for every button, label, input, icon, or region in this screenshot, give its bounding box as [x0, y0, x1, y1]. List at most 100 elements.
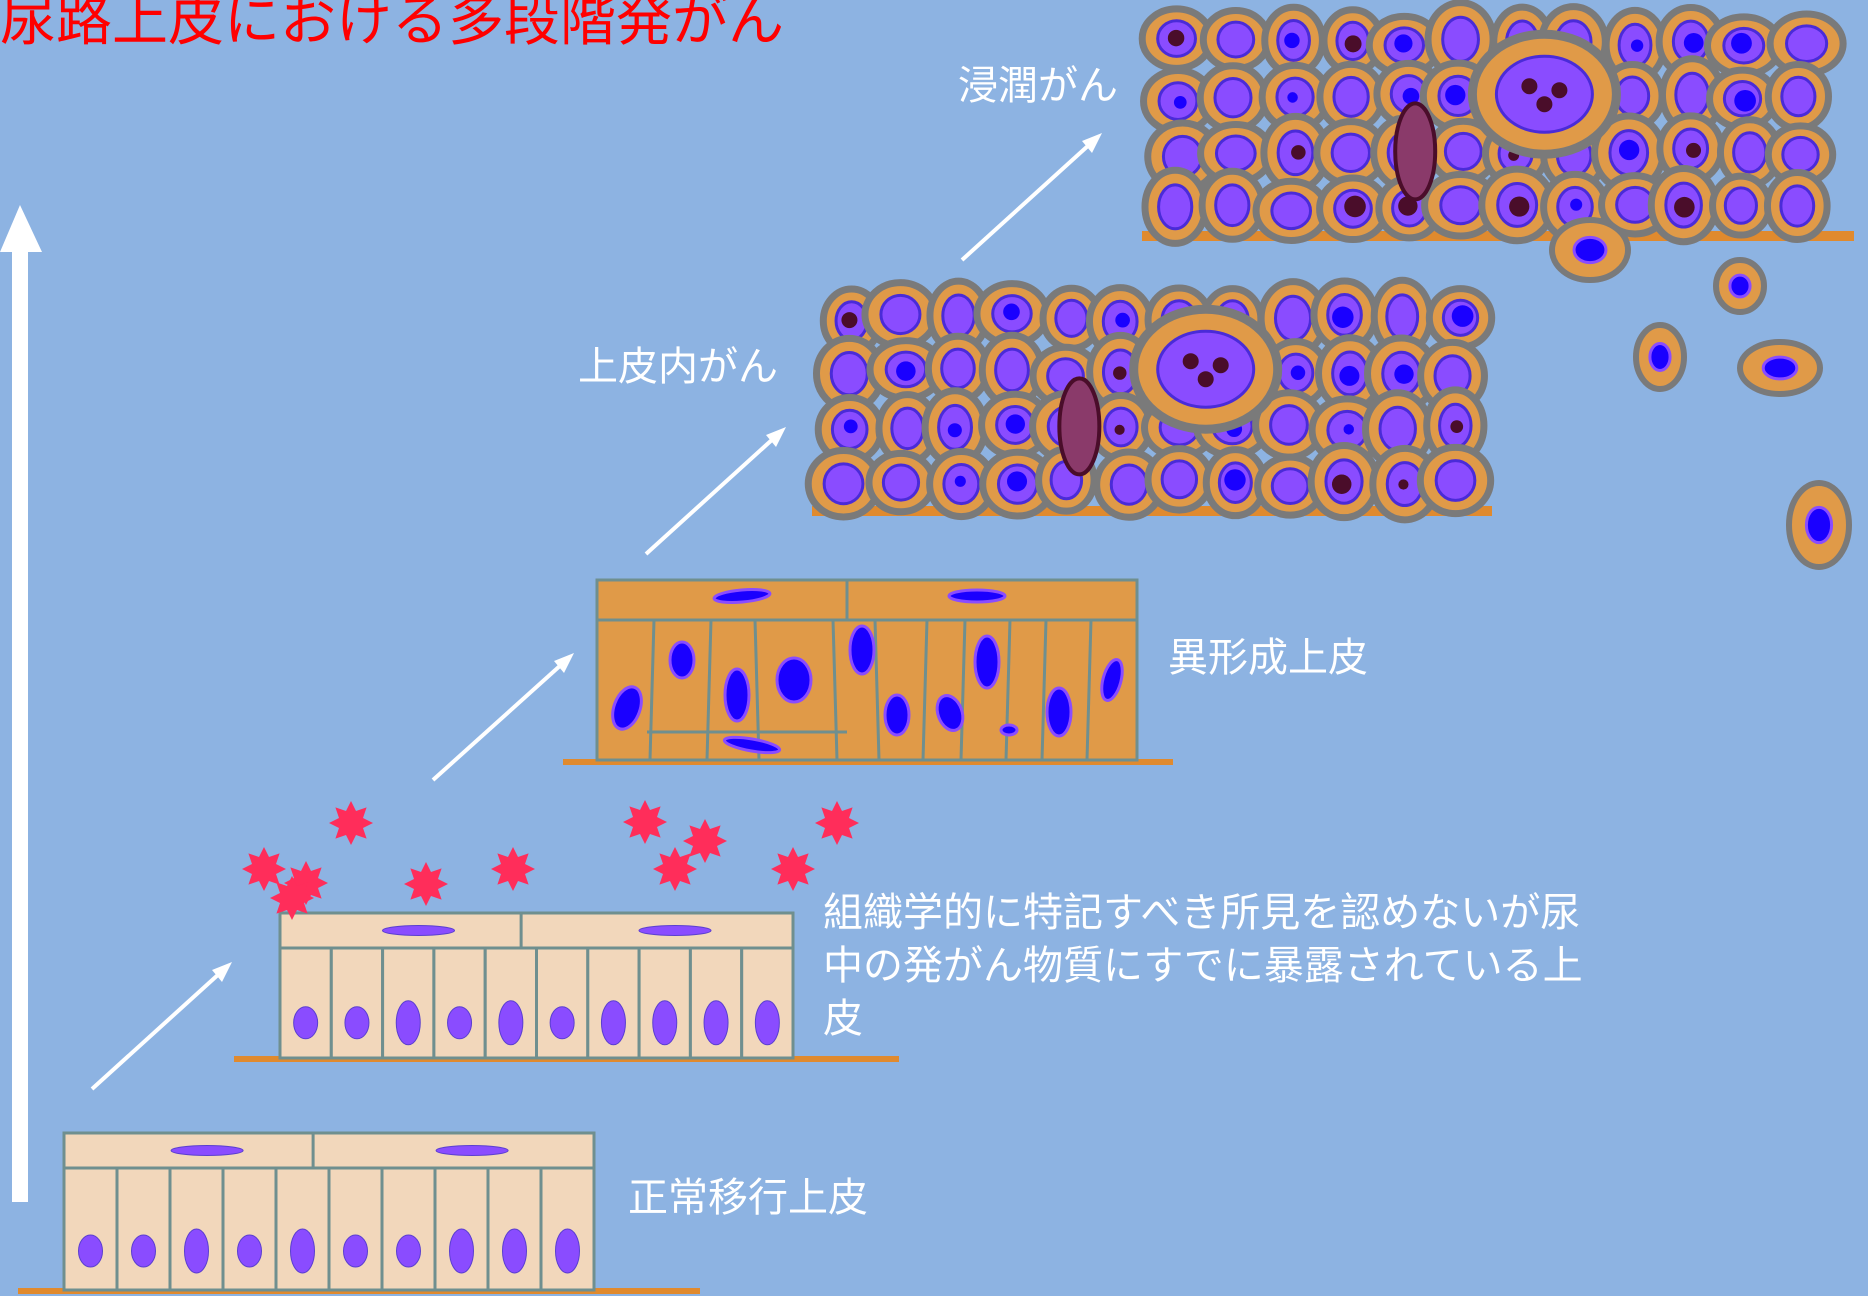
- tumor-nucleus: [1156, 329, 1256, 409]
- nucleus: [435, 1145, 509, 1156]
- nucleus: [382, 925, 456, 936]
- tumor-nucleus: [1378, 405, 1417, 453]
- tumor-nucleus: [1572, 235, 1608, 265]
- nucleolus: [1343, 424, 1354, 435]
- nucleus: [395, 1000, 421, 1046]
- basal-cell: [62, 1166, 119, 1292]
- nucleus: [638, 925, 712, 936]
- carcinogen-star-icon: [491, 847, 535, 891]
- dysplasia-tissue: [563, 578, 1173, 765]
- nucleus: [396, 1234, 421, 1268]
- nucleolus: [1398, 196, 1418, 216]
- label-dysplasia: 異形成上皮: [1168, 635, 1368, 681]
- nucleolus: [1331, 474, 1352, 495]
- nucleus: [343, 1234, 368, 1268]
- tumor-nucleus: [1614, 75, 1651, 117]
- nucleolus: [1115, 312, 1130, 328]
- tumor-nucleus: [1434, 459, 1477, 502]
- nucleolus: [896, 361, 916, 381]
- page-title: 尿路上皮における多段階発がん: [0, 0, 784, 54]
- atypical-nucleus: [1045, 686, 1073, 738]
- mitotic-figure: [1393, 101, 1438, 202]
- nucleus: [447, 1006, 473, 1040]
- tumor-nucleus: [1785, 24, 1829, 64]
- tumor-nucleus: [1214, 183, 1251, 228]
- umbrella-cell-layer: [62, 1131, 596, 1170]
- nucleus: [502, 1228, 527, 1274]
- tumor-nucleus: [1494, 54, 1594, 134]
- stage-arrows: [90, 133, 1102, 1091]
- label-carcinoma-in-situ: 上皮内がん: [578, 344, 778, 390]
- tumor-nucleus: [940, 347, 976, 390]
- tumor-nucleus: [1674, 71, 1711, 119]
- nucleolus: [1402, 87, 1420, 105]
- nucleus: [293, 1006, 319, 1040]
- atypical-nucleus: [999, 723, 1019, 737]
- nucleolus: [1394, 34, 1413, 53]
- tumor-nucleus: [1213, 77, 1253, 119]
- nucleolus: [1570, 198, 1583, 211]
- nucleolus: [1451, 305, 1474, 327]
- tumor-nucleus: [1441, 15, 1480, 63]
- cell-border: [831, 619, 839, 761]
- carcinogen-particles: [242, 800, 859, 920]
- tumor-nucleus: [1270, 467, 1310, 506]
- nucleolus: [1734, 89, 1756, 112]
- nucleus: [344, 1006, 370, 1040]
- nucleus: [600, 1000, 626, 1046]
- nucleus: [449, 1228, 474, 1274]
- progression-arrow-icon: [90, 962, 232, 1091]
- cell-border: [921, 619, 929, 761]
- nucleolus: [1551, 82, 1568, 99]
- progression-arrow-icon: [431, 653, 574, 782]
- progression-arrow-icon: [960, 133, 1102, 262]
- nucleus: [498, 1000, 524, 1046]
- basal-cell: [115, 1166, 172, 1292]
- nucleolus: [843, 419, 858, 434]
- nucleolus: [841, 312, 858, 329]
- tumor-nucleus: [1385, 293, 1420, 340]
- cell-border: [1004, 619, 1012, 761]
- tumor-nucleus: [1157, 183, 1194, 231]
- nucleus: [652, 1000, 678, 1046]
- nucleolus: [1344, 35, 1362, 53]
- basal-cell: [221, 1166, 278, 1292]
- cell-border: [705, 619, 713, 761]
- tumor-nucleus: [1443, 131, 1483, 171]
- tumor-nucleus: [1054, 298, 1089, 338]
- nucleolus: [1630, 39, 1644, 52]
- tumor-nucleus: [1761, 355, 1799, 381]
- basal-cell: [432, 946, 487, 1060]
- atypical-nucleus: [668, 640, 696, 680]
- nucleus: [184, 1228, 209, 1274]
- tumor-nucleus: [1728, 273, 1752, 299]
- label-invasive-carcinoma: 浸潤がん: [958, 63, 1118, 109]
- tumor-nucleus: [1109, 463, 1149, 506]
- atypical-nucleus: [883, 693, 911, 737]
- atypical-nucleus: [611, 685, 643, 731]
- tumor-nucleus: [994, 347, 1030, 393]
- cell-border: [873, 619, 881, 761]
- nucleolus: [1003, 303, 1020, 321]
- atypical-nucleus: [1100, 658, 1124, 702]
- invasive-carcinoma-tissue: [1138, 0, 1854, 570]
- atypical-nucleus: [775, 656, 813, 704]
- nucleolus: [1445, 84, 1466, 106]
- basal-cell: [278, 946, 333, 1060]
- nucleolus: [1731, 32, 1752, 54]
- tumor-nucleus: [1160, 459, 1199, 500]
- nucleolus: [1167, 29, 1185, 47]
- basal-cell: [535, 946, 590, 1060]
- tumor-nucleus: [1439, 185, 1482, 226]
- cell-border: [753, 619, 761, 761]
- umbrella-cell-layer: [278, 911, 795, 950]
- atypical-nucleus: [973, 634, 1001, 690]
- carcinogen-star-icon: [242, 847, 286, 891]
- nucleolus: [947, 423, 962, 438]
- carcinogen-star-icon: [815, 801, 859, 845]
- nucleolus: [1113, 366, 1127, 380]
- nucleolus: [1618, 139, 1640, 161]
- label-exposed-urothelium: 組織学的に特記すべき所見を認めないが尿中の発がん物質にすでに暴露されている上皮: [823, 890, 1583, 1042]
- nucleolus: [1114, 424, 1125, 435]
- nucleus: [237, 1234, 262, 1268]
